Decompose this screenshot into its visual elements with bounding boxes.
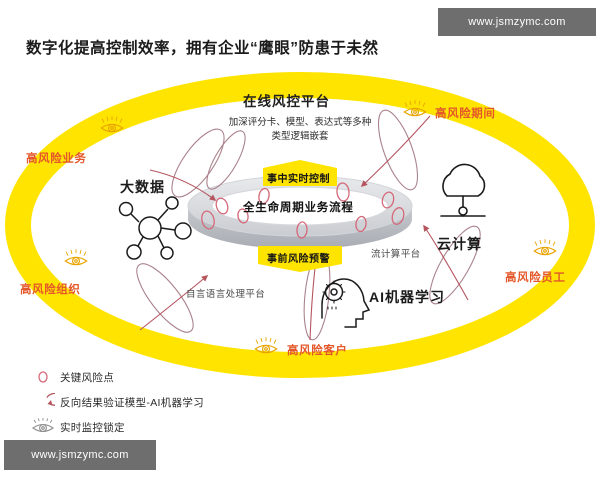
- cloud-computing-icon: [440, 163, 486, 217]
- eye-icon-high-risk-period: [403, 100, 427, 117]
- page-title: 数字化提高控制效率，拥有企业“鹰眼”防患于未然: [26, 40, 379, 57]
- big-data-node-icon: [118, 196, 192, 260]
- banner-top-shape: [263, 160, 337, 186]
- legend-item-realtime-monitor: 实时监控锁定: [26, 416, 204, 438]
- legend: 关键风险点 反向结果验证模型-AI机器学习: [26, 366, 204, 441]
- platform-label-stream-computing: 流计算平台: [371, 249, 421, 260]
- lifecycle-ring-label: 全生命周期业务流程: [243, 202, 354, 214]
- risk-label-high-risk-organization: 高风险组织: [20, 284, 81, 296]
- watermark-top: www.jsmzymc.com: [438, 8, 596, 36]
- risk-label-high-risk-employee: 高风险员工: [505, 272, 566, 284]
- legend-label-reverse-validation: 反向结果验证模型-AI机器学习: [60, 396, 204, 409]
- eye-icons-group: [64, 100, 557, 354]
- legend-label-realtime-monitor: 实时监控锁定: [60, 421, 125, 434]
- eye-icon-high-risk-organization: [64, 249, 88, 266]
- tech-label-cloud-computing: 云计算: [437, 236, 482, 252]
- platform-sub-line-1: 加深评分卡、模型、表达式等多种: [228, 117, 372, 128]
- tech-label-big-data: 大数据: [120, 179, 165, 195]
- eye-icon-high-risk-employee: [533, 239, 557, 256]
- legend-item-key-risk-point: 关键风险点: [26, 366, 204, 388]
- key-risk-point-icon: [26, 369, 60, 385]
- eye-icon-high-risk-customer: [254, 337, 278, 354]
- tech-label-ai-machine-learning: AI机器学习: [369, 289, 445, 305]
- platform-sub-line-2: 类型逻辑嵌套: [271, 131, 329, 142]
- risk-label-high-risk-period: 高风险期间: [435, 108, 496, 120]
- eye-monitor-icon: [26, 418, 60, 436]
- banner-shapes: [258, 160, 342, 272]
- yellow-ring: [5, 72, 595, 378]
- key-risk-point-markers: [201, 182, 405, 239]
- eye-icon-high-risk-business: [100, 116, 124, 133]
- reverse-validation-arrow-icon: [26, 393, 60, 411]
- legend-item-reverse-validation: 反向结果验证模型-AI机器学习: [26, 391, 204, 413]
- online-risk-platform-label: 在线风控平台: [243, 94, 330, 109]
- banner-top-label: 事中实时控制: [267, 174, 330, 185]
- watermark-bottom: www.jsmzymc.com: [4, 440, 156, 470]
- banner-bottom-shape: [258, 246, 342, 272]
- legend-label-key-risk-point: 关键风险点: [60, 371, 114, 384]
- ai-head-gear-icon: [321, 278, 371, 328]
- risk-label-high-risk-customer: 高风险客户: [287, 345, 348, 357]
- platform-label-nlp: 自言语言处理平台: [186, 289, 266, 300]
- risk-label-high-risk-business: 高风险业务: [26, 153, 87, 165]
- banner-bottom-label: 事前风险预警: [267, 254, 330, 265]
